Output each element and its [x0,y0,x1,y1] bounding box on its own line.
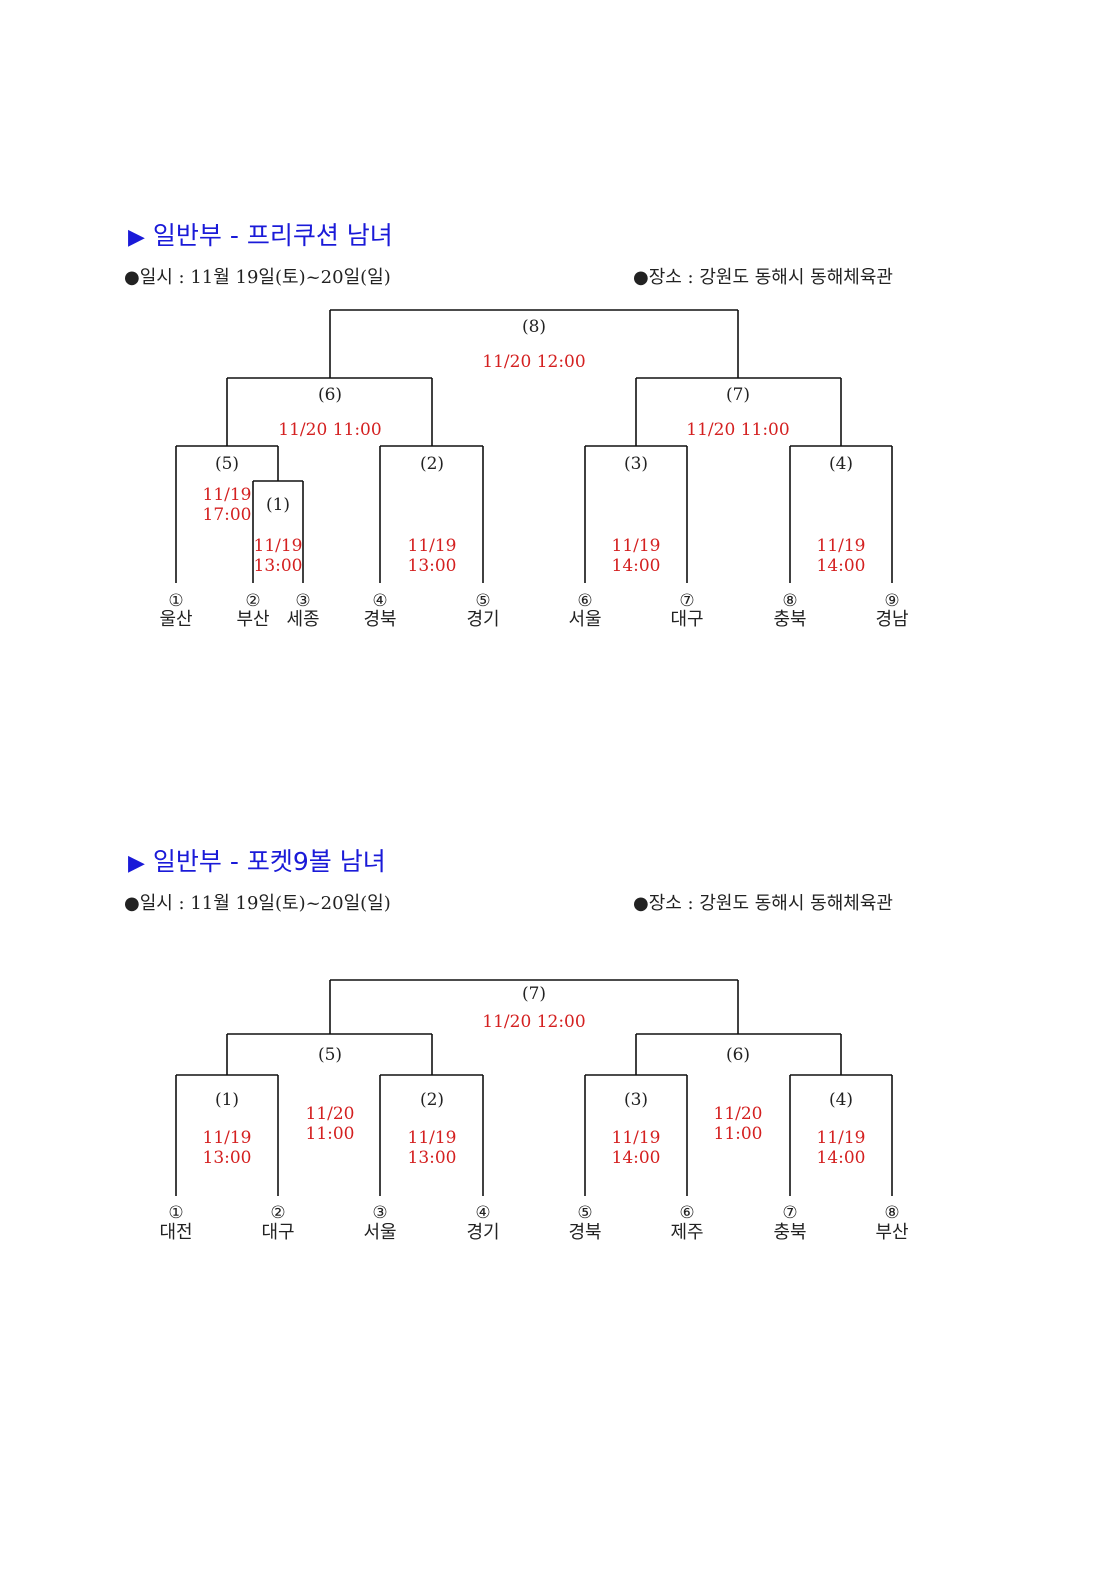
schedule-venue: ●장소 : 강원도 동해시 동해체육관 [633,267,893,288]
match-time: 11/19 [203,1128,252,1148]
team-number: ⑦ [782,1203,797,1223]
match-label: (1) [266,495,290,515]
team-number: ② [245,591,260,611]
match-time: 11/19 [408,1128,457,1148]
team-name: 경기 [466,1222,499,1243]
match-time: 13:00 [203,1148,252,1168]
match-label: (3) [624,1090,648,1110]
match-time: 11/20 [714,1104,763,1124]
match-label: (1) [215,1090,239,1110]
schedule-date: ●일시 : 11월 19일(토)~20일(일) [124,267,391,288]
section-title-text: 일반부 - 포켓9볼 남녀 [152,847,386,876]
team-name: 서울 [568,609,601,630]
match-label: (7) [726,385,750,405]
team-number: ⑥ [577,591,592,611]
team-name: 충북 [773,1222,806,1243]
team-number: ① [168,591,183,611]
team-number: ⑥ [679,1203,694,1223]
match-time: 17:00 [203,505,252,525]
team-number: ⑧ [782,591,797,611]
team-list: ① 울산 ② 부산 ③ 세종 ④ 경북 ⑤ 경기 ⑥ 서울 ⑦ 대구 ⑧ 충북 … [159,591,908,630]
team-list: ① 대전 ② 대구 ③ 서울 ④ 경기 ⑤ 경북 ⑥ 제주 ⑦ 충북 ⑧ 부산 [159,1203,908,1243]
match-label: (2) [420,1090,444,1110]
match-label: (5) [215,454,239,474]
team-name: 대전 [159,1222,192,1243]
match-time: 13:00 [254,556,303,576]
match-time: 11/19 [612,1128,661,1148]
match-time: 11/20 12:00 [482,1012,585,1032]
match-label: (7) [522,984,546,1004]
match-time: 11/19 [203,485,252,505]
match-time: 13:00 [408,556,457,576]
match-time: 14:00 [817,1148,866,1168]
match-time: 11/20 12:00 [482,352,585,372]
match-label: (6) [726,1045,750,1065]
match-time: 11/19 [254,536,303,556]
schedule-date: ●일시 : 11월 19일(토)~20일(일) [124,893,391,914]
play-triangle-icon: ▶ [128,225,145,250]
team-name: 경남 [875,609,908,630]
team-name: 제주 [670,1222,703,1243]
team-number: ⑧ [884,1203,899,1223]
team-name: 대구 [261,1222,294,1243]
match-label: (6) [318,385,342,405]
match-time: 11/20 [306,1104,355,1124]
match-label: (2) [420,454,444,474]
match-label: (5) [318,1045,342,1065]
team-number: ③ [295,591,310,611]
match-time: 11/19 [817,1128,866,1148]
match-time: 14:00 [817,556,866,576]
match-time: 11:00 [306,1124,355,1144]
match-label: (4) [829,454,853,474]
play-triangle-icon: ▶ [128,851,145,876]
match-label: (3) [624,454,648,474]
tournament-bracket: (8) 11/20 12:00 (6) 11/20 11:00 (7) 11/2… [159,309,909,630]
match-time: 11/19 [817,536,866,556]
team-number: ⑨ [884,591,899,611]
match-time: 13:00 [408,1148,457,1168]
team-name: 충북 [773,609,806,630]
team-number: ⑦ [679,591,694,611]
team-number: ⑤ [475,591,490,611]
team-number: ② [270,1203,285,1223]
team-name: 울산 [159,609,192,630]
match-time: 11:00 [714,1124,763,1144]
team-number: ④ [475,1203,490,1223]
team-name: 경북 [363,609,396,630]
match-time: 11/19 [408,536,457,556]
match-time: 14:00 [612,1148,661,1168]
team-number: ⑤ [577,1203,592,1223]
match-label: (4) [829,1090,853,1110]
schedule-venue: ●장소 : 강원도 동해시 동해체육관 [633,893,893,914]
team-name: 경기 [466,609,499,630]
match-label: (8) [522,317,546,337]
match-time: 11/20 11:00 [278,420,381,440]
section-title: ▶ 일반부 - 포켓9볼 남녀 [128,842,386,878]
bracket-lines [175,309,893,583]
team-name: 세종 [286,609,319,630]
match-time: 11/20 11:00 [686,420,789,440]
team-name: 부산 [236,609,269,630]
team-number: ④ [372,591,387,611]
bracket-lines [175,979,893,1196]
tournament-bracket: (7) 11/20 12:00 (5) 11/20 11:00 (6) 11/2… [159,979,909,1243]
team-name: 대구 [670,609,703,630]
team-name: 경북 [568,1222,601,1243]
section-title: ▶ 일반부 - 프리쿠션 남녀 [128,216,393,252]
match-time: 14:00 [612,556,661,576]
team-number: ① [168,1203,183,1223]
team-name: 서울 [363,1222,396,1243]
team-name: 부산 [875,1222,908,1243]
section-title-text: 일반부 - 프리쿠션 남녀 [152,221,393,250]
team-number: ③ [372,1203,387,1223]
match-time: 11/19 [612,536,661,556]
